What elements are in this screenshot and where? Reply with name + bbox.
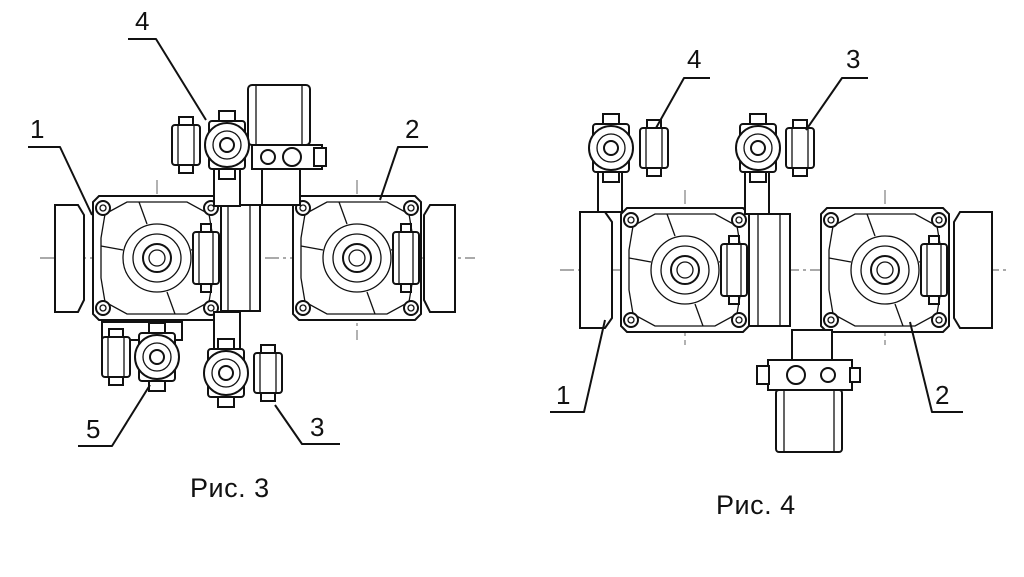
figure-4-callouts: 1 2 3 4: [550, 44, 963, 413]
figure-3-drawing: [40, 84, 475, 408]
fig4-callout-2: 2: [935, 380, 949, 410]
fig3-callout-2: 2: [405, 114, 419, 144]
motor-actuator: [756, 329, 861, 453]
fig4-callout-4: 4: [687, 44, 701, 74]
fig4-callout-1: 1: [556, 380, 570, 410]
figure-3-caption: Рис. 3: [190, 473, 270, 503]
fig3-callout-3: 3: [310, 412, 324, 442]
fig3-callout-4: 4: [135, 6, 149, 36]
fig3-callout-5: 5: [86, 414, 100, 444]
fig3-callout-1: 1: [30, 114, 44, 144]
figure-4-caption: Рис. 4: [716, 490, 796, 520]
fig4-callout-3: 3: [846, 44, 860, 74]
figure-3-callouts: 1 2 3 4 5: [28, 6, 428, 447]
figure-4-drawing: [560, 113, 1010, 453]
motor-actuator: [247, 84, 327, 206]
